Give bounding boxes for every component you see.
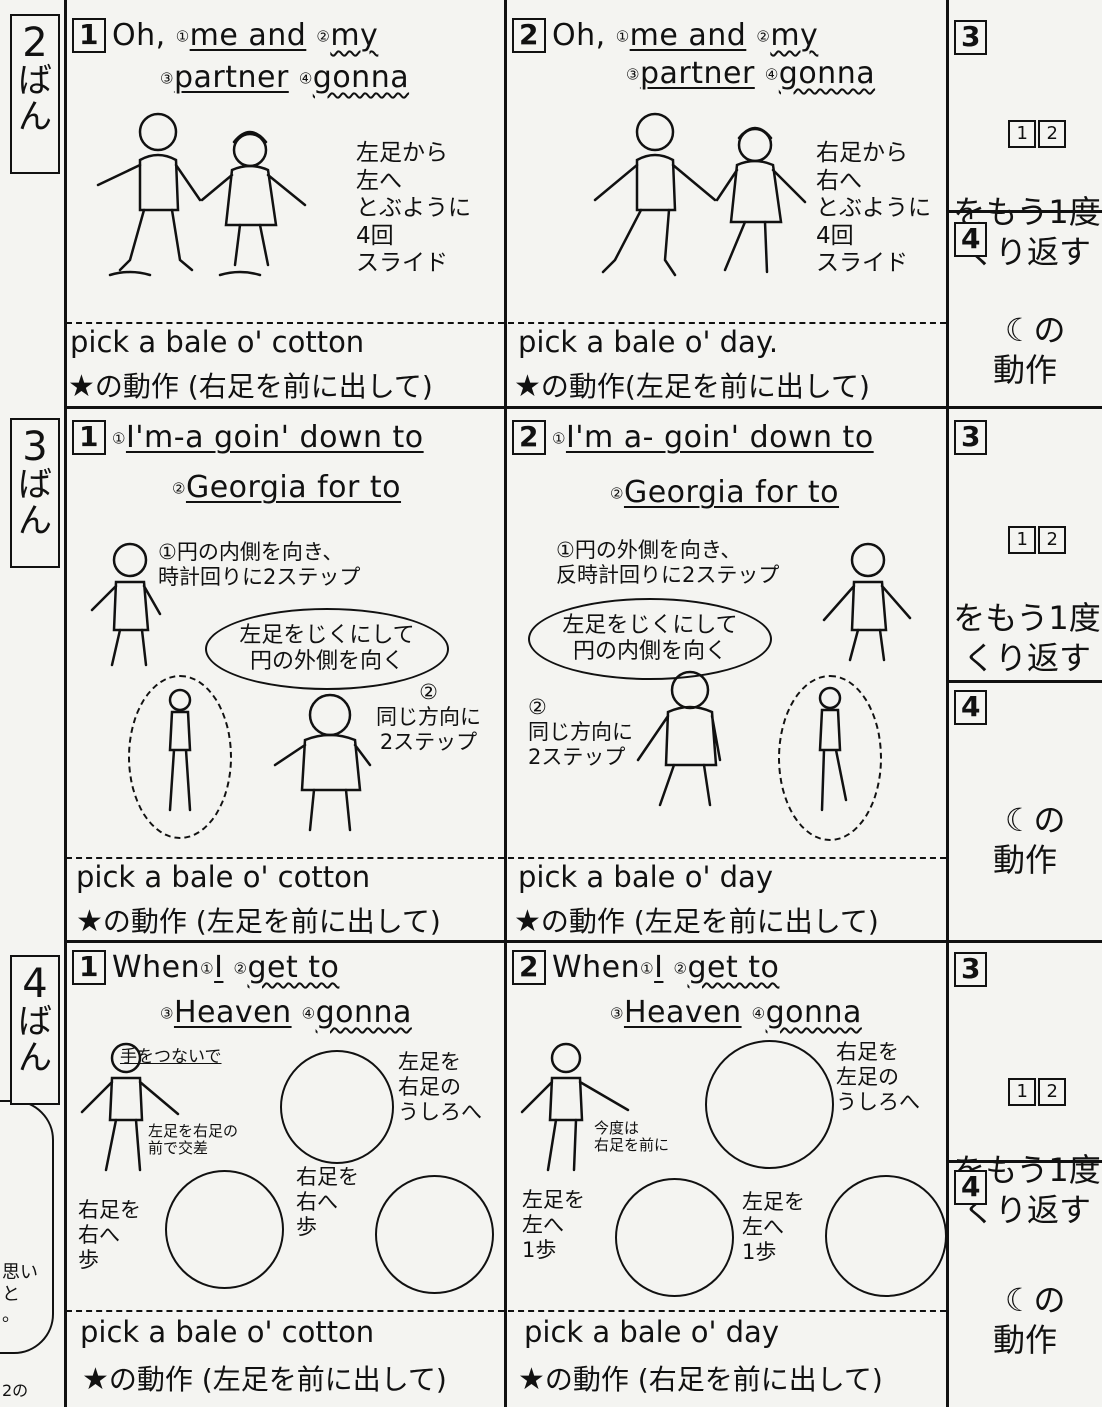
grid-line bbox=[64, 406, 1102, 409]
bottom-action: ★の動作 (右足を前に出して) bbox=[68, 369, 433, 404]
behind-note: 左足を 右足の うしろへ bbox=[398, 1050, 482, 1125]
grid-line bbox=[946, 210, 1102, 213]
side-step-4: 4 bbox=[954, 222, 993, 257]
star-icon: ★ bbox=[514, 904, 541, 939]
side-step-4: 4 bbox=[954, 1170, 993, 1205]
step-circle-3 bbox=[705, 1040, 834, 1169]
lyric-line-2: ③partner ④gonna bbox=[160, 60, 410, 95]
panel-note: 左足から 左へ とぶように 4回 スライド bbox=[356, 140, 471, 277]
dash-line bbox=[66, 857, 946, 859]
moon-star-icon: ☾ bbox=[1004, 311, 1034, 349]
grid-line bbox=[946, 1160, 1102, 1163]
side-step-4: 4 bbox=[954, 690, 993, 725]
moon-star-icon: ☾ bbox=[1004, 1281, 1034, 1319]
panel-note: 右足から 右へ とぶように 4回 スライド bbox=[816, 140, 931, 277]
dancer-illustration bbox=[80, 1042, 180, 1172]
star-icon: ★ bbox=[518, 1362, 545, 1397]
bottom-action: ★の動作 (左足を前に出して) bbox=[82, 1362, 447, 1397]
panel-note: ①円の内側を向き、 時計回りに2ステップ bbox=[158, 540, 361, 590]
bottom-action: ★の動作(左足を前に出して) bbox=[514, 369, 870, 404]
bottom-action: ★の動作 (左足を前に出して) bbox=[514, 904, 879, 939]
step-note: 左足を 左へ 1歩 bbox=[522, 1188, 585, 1263]
bottom-lyric: pick a bale o' day bbox=[518, 860, 773, 894]
dancer-illustration bbox=[90, 542, 372, 832]
side-step-3: 3 bbox=[954, 952, 993, 987]
verse-label-2: 2 ば ん bbox=[10, 14, 60, 174]
side-action: ☾の 動作 bbox=[992, 801, 1066, 879]
star-icon: ★ bbox=[82, 1362, 109, 1397]
dash-line bbox=[66, 1310, 946, 1312]
star-icon: ★ bbox=[76, 904, 103, 939]
panel-note: ② 同じ方向に 2ステップ bbox=[528, 695, 633, 770]
cross-note: 今度は 右足を前に bbox=[594, 1119, 670, 1155]
bottom-action: ★の動作 (左足を前に出して) bbox=[76, 904, 441, 939]
bottom-lyric: pick a bale o' cotton bbox=[76, 860, 371, 894]
side-step-3: 3 bbox=[954, 420, 993, 455]
step-note: 右足を 右へ 歩 bbox=[78, 1198, 141, 1273]
speech-bubble: 左足をじくにして 円の内側を向く bbox=[528, 598, 772, 680]
bottom-lyric: pick a bale o' day. bbox=[518, 325, 779, 359]
lyric-line-2: ②Georgia for to bbox=[610, 475, 840, 510]
bottom-lyric: pick a bale o' day bbox=[524, 1315, 779, 1349]
grid-line bbox=[64, 0, 67, 1407]
lyric-line-2: ③partner ④gonna bbox=[626, 56, 876, 91]
lyric-line-2: ③Heaven ④gonna bbox=[160, 995, 412, 1030]
step-note: 右足を 右へ 歩 bbox=[296, 1165, 359, 1240]
star-icon: ★ bbox=[68, 369, 95, 404]
hold-hands-note: 手をつないで bbox=[120, 1047, 222, 1067]
speech-bubble: 左足をじくにして 円の外側を向く bbox=[205, 608, 449, 690]
side-action: ☾の 動作 bbox=[992, 1281, 1066, 1359]
bottom-action: ★の動作 (右足を前に出して) bbox=[518, 1362, 883, 1397]
bottom-lyric: pick a bale o' cotton bbox=[80, 1315, 375, 1349]
cross-note: 左足を右足の 前で交差 bbox=[148, 1122, 239, 1158]
margin-fragment-2: 2の bbox=[2, 1381, 29, 1400]
step-note: 左足を 左へ 1歩 bbox=[742, 1190, 805, 1265]
dash-line bbox=[66, 322, 946, 324]
lyric-line-2: ②Georgia for to bbox=[172, 470, 402, 505]
step-circle-2 bbox=[615, 1178, 734, 1297]
verse-label-4: 4 ば ん bbox=[10, 955, 60, 1105]
star-icon: ★ bbox=[514, 369, 541, 404]
step-circle-2 bbox=[165, 1170, 284, 1289]
step-circle-3 bbox=[280, 1050, 394, 1164]
behind-note: 右足を 左足の うしろへ bbox=[836, 1040, 920, 1115]
grid-line bbox=[946, 0, 949, 1407]
grid-line bbox=[504, 0, 507, 1407]
step-circle-4 bbox=[375, 1175, 494, 1294]
panel-note: ①円の外側を向き、 反時計回りに2ステップ bbox=[556, 538, 780, 588]
step-circle-4 bbox=[825, 1175, 947, 1297]
verse-label-3: 3 ば ん bbox=[10, 418, 60, 568]
dancers-illustration bbox=[593, 112, 807, 277]
turn-circle bbox=[128, 675, 232, 839]
dancer-illustration bbox=[520, 1042, 630, 1172]
dancer-illustration bbox=[636, 542, 912, 812]
side-action: ☾の 動作 bbox=[992, 311, 1066, 389]
grid-line bbox=[64, 940, 1102, 943]
lyric-line-2: ③Heaven ④gonna bbox=[610, 995, 862, 1030]
moon-star-icon: ☾ bbox=[1004, 801, 1034, 839]
bottom-lyric: pick a bale o' cotton bbox=[70, 325, 365, 359]
panel-note: ② 同じ方向に 2ステップ bbox=[376, 680, 481, 755]
side-step-3: 3 bbox=[954, 20, 993, 55]
grid-line bbox=[946, 680, 1102, 683]
margin-fragment: 思い と 。 bbox=[2, 1262, 38, 1327]
turn-circle bbox=[778, 675, 882, 841]
dancers-illustration bbox=[96, 112, 307, 277]
